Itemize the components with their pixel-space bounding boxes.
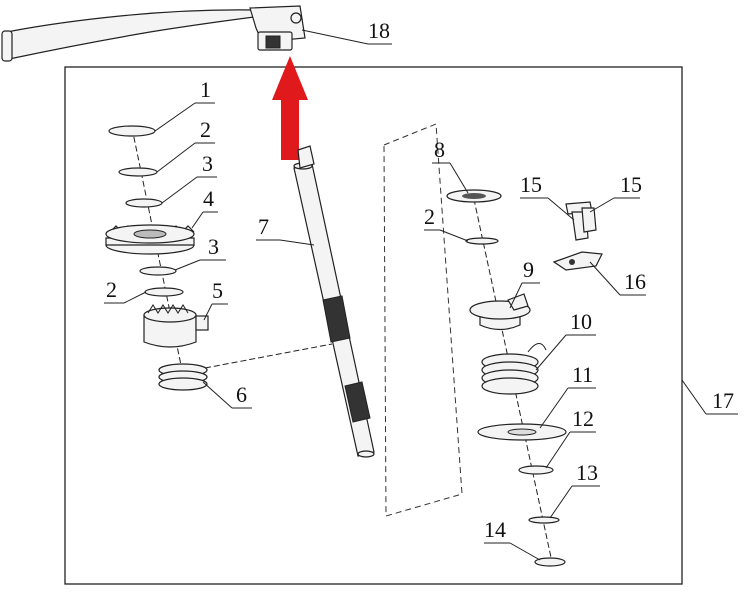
label-part-15-right: 15 [620, 172, 642, 197]
leader-lines [104, 102, 738, 561]
part-3-washer-lower [139, 266, 177, 276]
label-part-7: 7 [258, 214, 269, 239]
label-part-16: 16 [624, 269, 646, 294]
part-15-bolts [565, 201, 597, 241]
part-2-washer-lower [144, 287, 184, 297]
part-1-washer [108, 125, 156, 137]
label-part-10: 10 [570, 309, 592, 334]
part-3-washer [125, 198, 163, 208]
part-13-washer [528, 516, 560, 524]
part-11-plate [477, 423, 567, 441]
label-part-3-lower: 3 [208, 234, 219, 259]
label-part-9: 9 [523, 257, 534, 282]
part-2-washer [118, 167, 158, 177]
label-part-6: 6 [236, 382, 247, 407]
part-4-gear [105, 224, 195, 255]
label-part-14: 14 [484, 517, 506, 542]
label-part-8: 8 [434, 137, 445, 162]
assembly-frame [64, 66, 683, 585]
label-part-13: 13 [576, 460, 598, 485]
label-part-5: 5 [212, 278, 223, 303]
label-part-1: 1 [200, 77, 211, 102]
kick-lever [1, 5, 306, 62]
label-part-3: 3 [202, 151, 213, 176]
part-5-ratchet [143, 304, 209, 348]
label-part-15-left: 15 [520, 172, 542, 197]
label-part-11: 11 [572, 362, 593, 387]
label-part-2-lower: 2 [106, 277, 117, 302]
label-part-18: 18 [368, 18, 390, 43]
part-16-bracket [552, 251, 603, 271]
part-8-washer [446, 189, 502, 203]
part-14-washer [534, 557, 566, 567]
part-10-spring [481, 343, 547, 395]
part-7-shaft [293, 145, 375, 458]
label-part-4: 4 [203, 186, 214, 211]
part-12-washer [518, 465, 554, 475]
label-part-2: 2 [200, 117, 211, 142]
label-part-2-right: 2 [424, 204, 435, 229]
label-part-17: 17 [712, 388, 734, 413]
part-9-guide [469, 293, 531, 331]
label-part-12: 12 [572, 406, 594, 431]
upward-arrow-icon [272, 56, 308, 160]
part-2-washer-right [465, 237, 499, 245]
part-6-spring [158, 363, 208, 391]
